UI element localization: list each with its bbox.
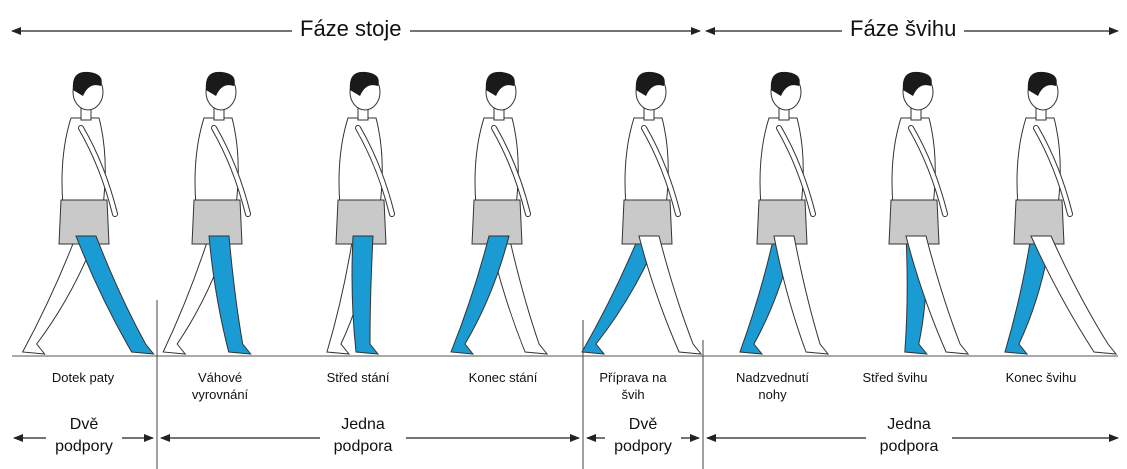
walking-figure xyxy=(327,72,392,354)
front-leg xyxy=(352,236,378,354)
support-label-line1: Jedna xyxy=(866,414,952,436)
walking-figure xyxy=(1005,72,1116,354)
stage-label-terminal-swing: Konec švihu xyxy=(986,369,1096,386)
walking-figure xyxy=(163,72,251,354)
front-leg xyxy=(76,236,154,354)
stage-label-initial-swing: Nadzvednutí nohy xyxy=(725,369,820,403)
front-leg xyxy=(1031,236,1116,354)
support-label-line1: Jedna xyxy=(320,414,406,436)
stage-label-mid-swing: Střed švihu xyxy=(840,369,950,386)
support-label-line2: podpora xyxy=(320,436,406,458)
front-leg xyxy=(639,236,701,354)
walking-figure xyxy=(23,72,154,354)
support-label-line2: podpory xyxy=(605,436,681,458)
support-label-line2: podpora xyxy=(866,436,952,458)
walking-figure xyxy=(740,72,828,354)
support-label-line2: podpory xyxy=(46,436,122,458)
front-leg xyxy=(774,236,828,354)
stage-label-loading-response: Váhové vyrovnání xyxy=(180,369,260,403)
walking-figure xyxy=(889,72,968,354)
front-leg xyxy=(451,236,509,354)
walking-figure xyxy=(451,72,547,354)
walking-figure xyxy=(582,72,701,354)
support-label-single-2: Jedna podpora xyxy=(866,414,952,458)
front-leg xyxy=(209,236,251,354)
support-label-line1: Dvě xyxy=(46,414,122,436)
support-label-double-2: Dvě podpory xyxy=(605,414,681,458)
stage-label-pre-swing: Příprava na švih xyxy=(588,369,678,403)
stage-label-heel-strike: Dotek paty xyxy=(28,369,138,386)
stage-label-mid-stance: Střed stání xyxy=(303,369,413,386)
support-label-double-1: Dvě podpory xyxy=(46,414,122,458)
stage-label-terminal-stance: Konec stání xyxy=(448,369,558,386)
support-label-line1: Dvě xyxy=(605,414,681,436)
support-label-single-1: Jedna podpora xyxy=(320,414,406,458)
